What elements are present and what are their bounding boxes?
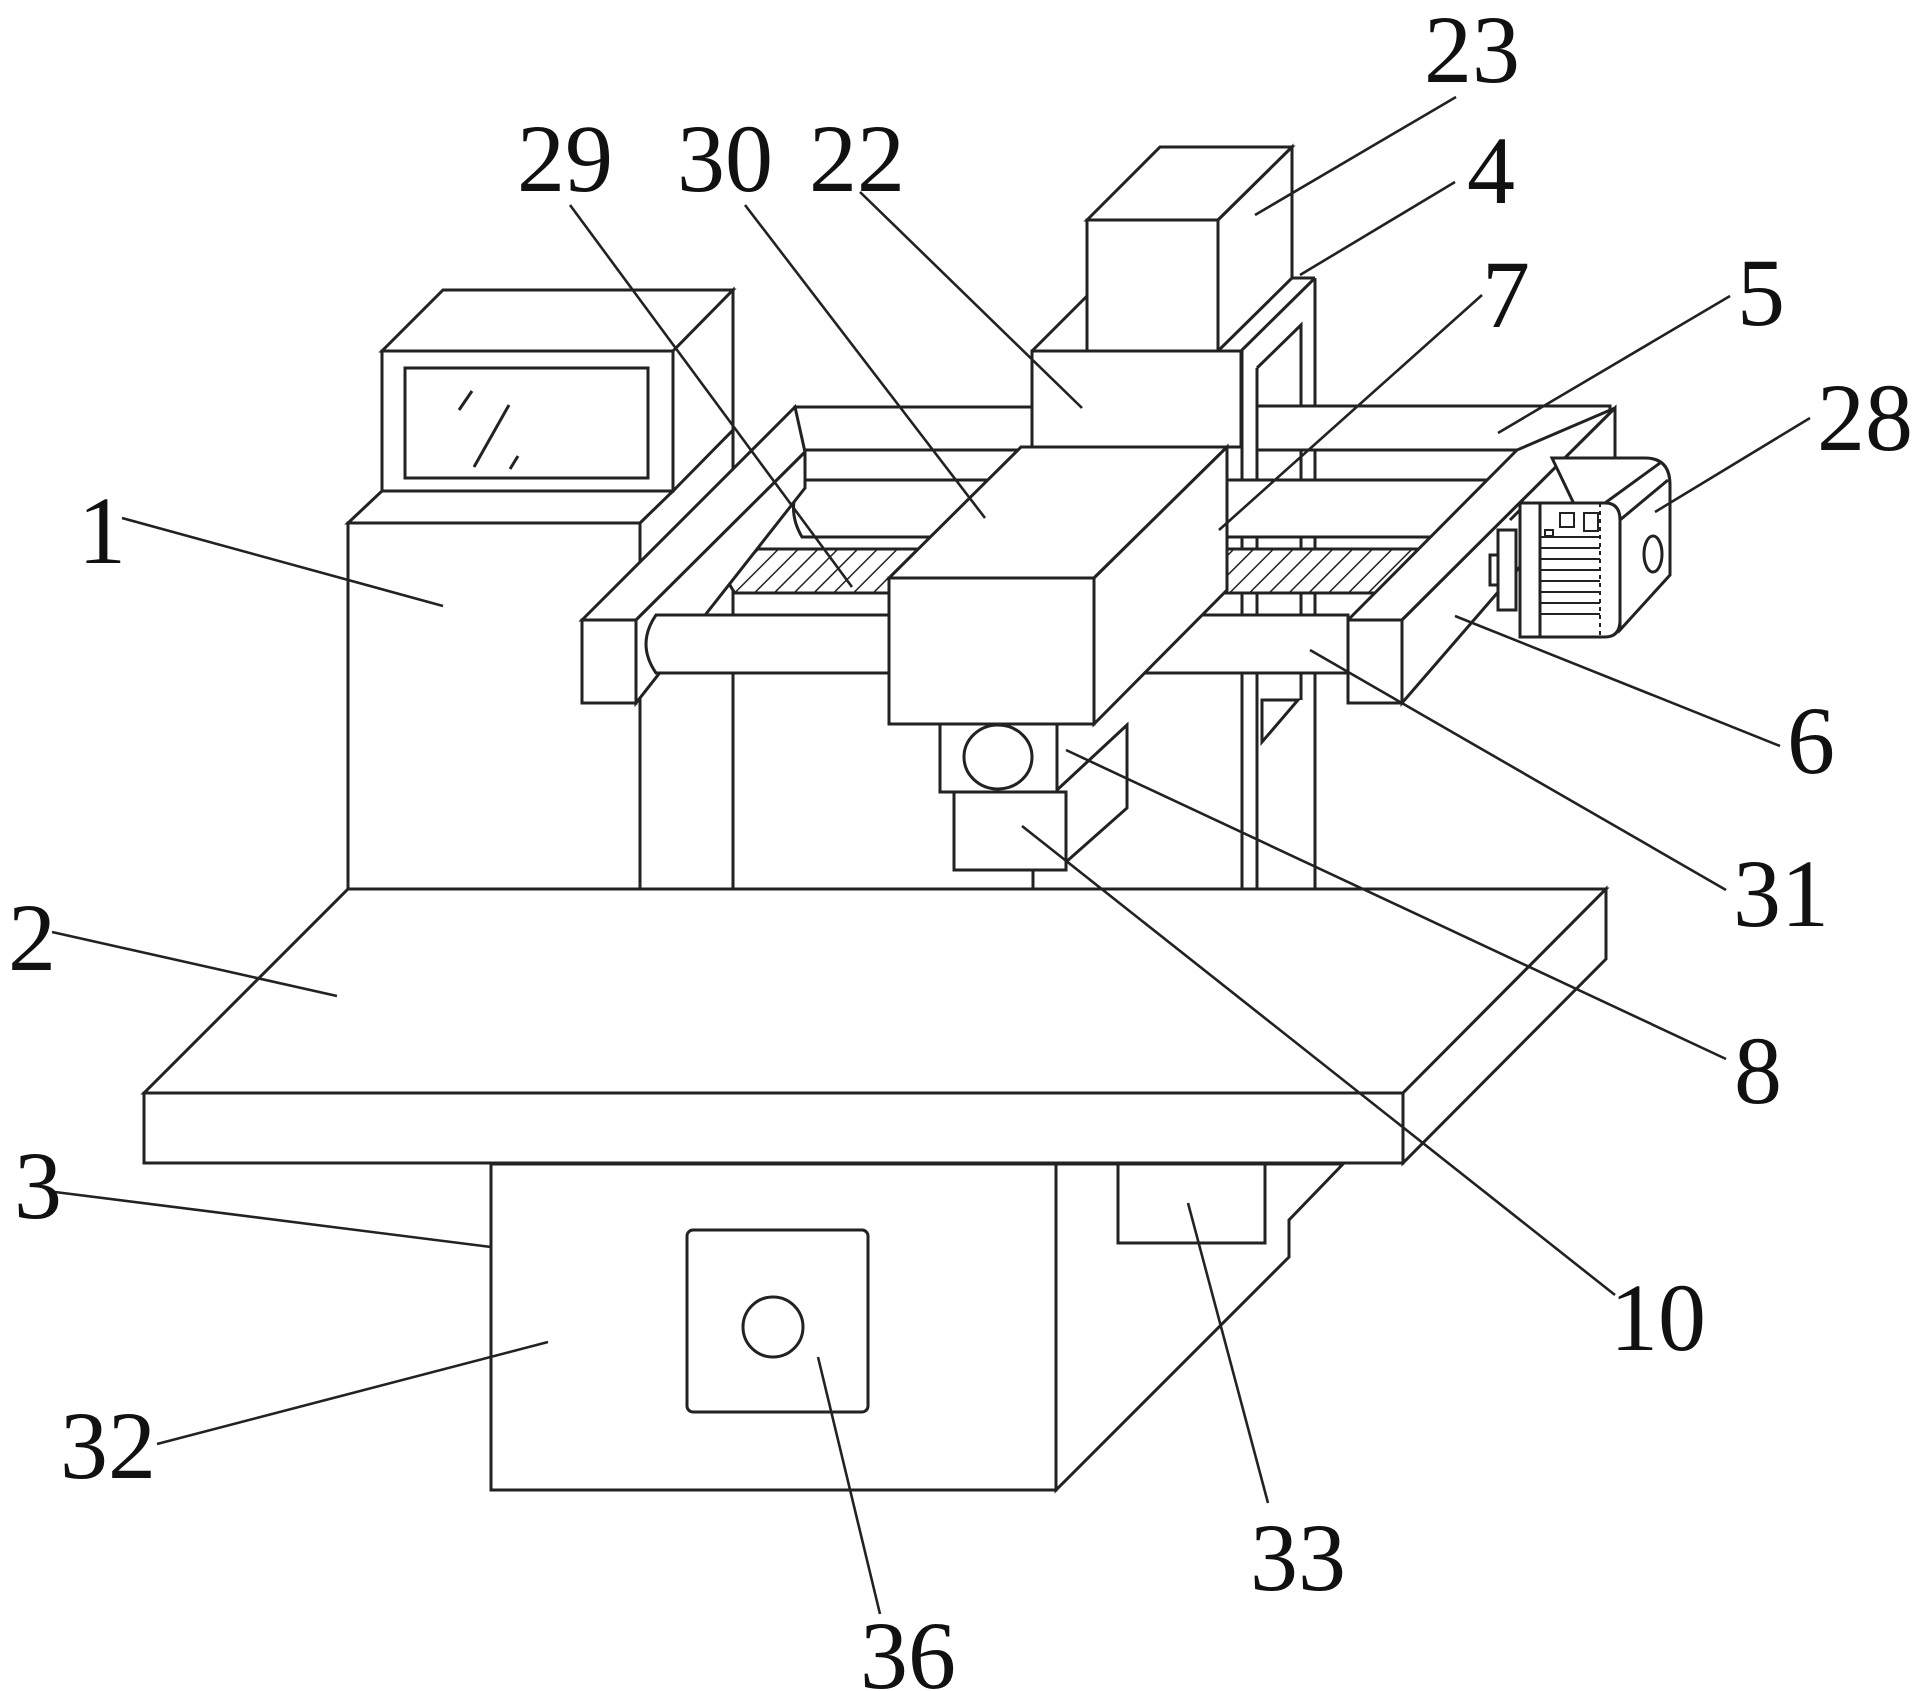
screen-glare-icon (457, 390, 520, 470)
cabinet-door (685, 1228, 870, 1414)
leader-36 (816, 1356, 882, 1615)
leader-5 (1497, 294, 1731, 435)
leader-33 (1186, 1202, 1270, 1504)
lower-guide-rod-left (644, 613, 891, 675)
leader-2 (51, 930, 338, 998)
clamp-block (938, 722, 1059, 794)
label-4: 4 (1467, 117, 1515, 224)
label-29: 29 (517, 105, 613, 212)
label-3: 3 (14, 1132, 62, 1239)
leader-29 (568, 204, 854, 588)
label-2: 2 (8, 884, 56, 991)
label-23: 23 (1424, 0, 1520, 103)
label-6: 6 (1787, 687, 1835, 794)
leader-30 (743, 204, 987, 519)
base-cabinet (489, 1162, 1347, 1494)
leader-lines (51, 95, 1811, 1615)
column-slot (1260, 698, 1302, 747)
label-7: 7 (1482, 241, 1530, 348)
tool-head (952, 790, 1068, 872)
lift-housing (1030, 294, 1243, 449)
label-10: 10 (1610, 1264, 1706, 1371)
leader-1 (121, 516, 444, 608)
motor-fins-icon (1541, 503, 1601, 637)
display-screen (403, 366, 650, 480)
leader-31 (1309, 648, 1727, 892)
top-drive-box (1083, 143, 1296, 355)
label-32: 32 (60, 1392, 156, 1499)
worktable (140, 885, 1610, 1167)
leader-4 (1299, 180, 1456, 277)
knob-icon (741, 1295, 805, 1359)
leader-10 (1021, 824, 1616, 1297)
under-table-box (1116, 1162, 1267, 1245)
label-28: 28 (1817, 364, 1913, 471)
leader-32 (156, 1340, 549, 1446)
leader-8 (1065, 748, 1727, 1061)
motor-shaft-icon (1642, 534, 1664, 574)
clamp-hole-icon (962, 723, 1034, 791)
motor-terminal-icon (1559, 512, 1575, 528)
leader-3 (54, 1190, 492, 1249)
label-1: 1 (78, 477, 126, 584)
leader-6 (1454, 614, 1781, 748)
label-22: 22 (809, 105, 905, 212)
motor-flange (1496, 528, 1518, 612)
leader-23 (1254, 95, 1457, 217)
leader-7 (1218, 294, 1483, 531)
sliding-carriage (885, 443, 1231, 864)
label-30: 30 (677, 105, 773, 212)
label-33: 33 (1250, 1504, 1346, 1611)
reference-labels: 1 2 3 32 36 33 10 8 31 6 28 5 7 4 23 29 … (8, 0, 1913, 1691)
label-5: 5 (1737, 239, 1785, 346)
leader-28 (1654, 416, 1811, 514)
label-31: 31 (1733, 840, 1829, 947)
leader-22 (859, 191, 1083, 409)
label-8: 8 (1734, 1017, 1782, 1124)
label-36: 36 (860, 1602, 956, 1691)
drive-motor (1488, 456, 1672, 639)
